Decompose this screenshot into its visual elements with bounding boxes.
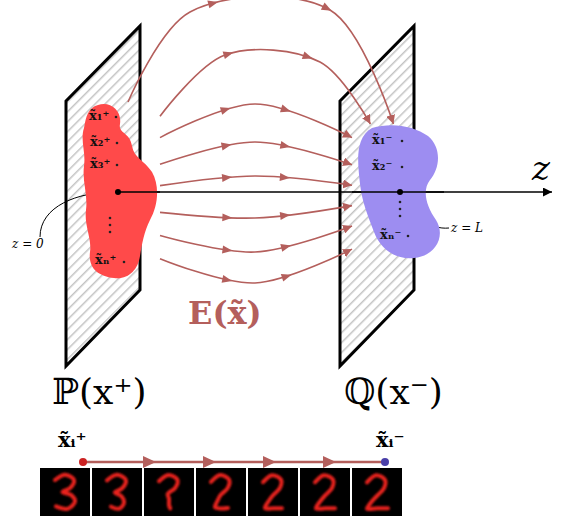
digit-background bbox=[40, 468, 90, 516]
field-line-group bbox=[160, 173, 352, 186]
axis-label: z bbox=[532, 150, 550, 187]
digit-background bbox=[300, 468, 350, 516]
digit-stroke bbox=[55, 475, 75, 509]
digit-image bbox=[144, 468, 194, 516]
flow-arrow bbox=[203, 456, 216, 468]
field-line bbox=[160, 142, 352, 165]
origin-dot bbox=[115, 189, 121, 195]
flow-arrow bbox=[302, 51, 314, 62]
sample-label: x̃₁⁺ bbox=[89, 108, 109, 124]
ellipsis-dot bbox=[109, 224, 112, 227]
digit-image bbox=[92, 468, 142, 516]
sample-label: x̃ₙ⁺ bbox=[95, 252, 116, 268]
flow-arrow bbox=[280, 105, 292, 116]
flow-arrow bbox=[222, 173, 233, 182]
flow-arrow bbox=[220, 104, 232, 115]
field-line bbox=[128, 0, 393, 124]
z-axis bbox=[118, 191, 552, 193]
sample-dot bbox=[407, 235, 410, 238]
distribution-label: ℚ(x⁻) bbox=[344, 372, 443, 412]
field-line bbox=[160, 226, 352, 252]
sample-dot bbox=[123, 261, 126, 264]
blob-outline bbox=[83, 104, 158, 278]
field-line bbox=[160, 176, 352, 186]
end-dot bbox=[381, 458, 389, 466]
flow-arrow bbox=[222, 213, 232, 221]
digit-stroke bbox=[263, 475, 282, 509]
digit-image bbox=[248, 468, 298, 516]
field-line-group bbox=[160, 49, 370, 124]
field-line-group bbox=[160, 249, 352, 285]
digit-background bbox=[196, 468, 246, 516]
flow-arrow bbox=[323, 456, 336, 468]
digit-image bbox=[40, 468, 90, 516]
start-dot bbox=[79, 458, 87, 466]
field-line-group bbox=[160, 226, 352, 255]
flow-arrow bbox=[280, 141, 291, 151]
field-line bbox=[160, 50, 370, 124]
flow-arrow bbox=[321, 3, 334, 15]
flow-arrow bbox=[222, 275, 233, 285]
sample-dot bbox=[401, 166, 404, 169]
sample-dot bbox=[401, 140, 404, 143]
digit-background bbox=[352, 468, 402, 516]
flow-arrow bbox=[223, 49, 235, 59]
ellipsis-dot bbox=[399, 208, 402, 211]
digit-strip bbox=[40, 468, 402, 516]
ellipsis-dot bbox=[399, 201, 402, 204]
sample-label: x̃₃⁺ bbox=[90, 156, 110, 172]
field-line-group bbox=[160, 206, 352, 222]
digit-background bbox=[144, 468, 194, 516]
flow-arrow bbox=[207, 0, 219, 8]
plane-position: z = L bbox=[451, 222, 483, 235]
sample-dot bbox=[115, 116, 118, 119]
trajectory-end: x̃ᵢ⁻ bbox=[376, 428, 405, 451]
field-line-group bbox=[128, 0, 393, 124]
sample-label: x̃₂⁺ bbox=[90, 134, 110, 150]
field-line bbox=[160, 206, 352, 219]
flow-arrow bbox=[280, 242, 292, 252]
z-axis bbox=[118, 191, 160, 193]
field-line-group bbox=[160, 104, 352, 138]
target-distribution: x̃₁⁻ x̃₂⁻ x̃ₙ⁻ bbox=[352, 124, 444, 260]
digit-image bbox=[300, 468, 350, 516]
origin-dot bbox=[397, 189, 403, 195]
digit-stroke bbox=[211, 475, 230, 508]
sample-dot bbox=[116, 164, 119, 167]
digit-background bbox=[248, 468, 298, 516]
field-line bbox=[160, 249, 352, 283]
flow-arrow bbox=[280, 211, 291, 220]
trajectory-line bbox=[83, 461, 385, 464]
sample-label: x̃ₙ⁻ bbox=[380, 227, 401, 243]
sample-dot bbox=[116, 142, 119, 145]
digit-stroke bbox=[315, 475, 335, 509]
flow-arrow bbox=[222, 245, 233, 254]
field-line bbox=[160, 104, 352, 138]
digit-stroke bbox=[107, 475, 126, 509]
blob-shape bbox=[80, 102, 160, 280]
digit-background bbox=[92, 468, 142, 516]
field-line-group bbox=[160, 141, 352, 165]
trajectory-start: x̃ᵢ⁺ bbox=[58, 428, 87, 451]
flow-arrow bbox=[281, 271, 293, 282]
distribution-label: ℙ(x⁺) bbox=[52, 372, 146, 412]
sample-label: x̃₁⁻ bbox=[372, 132, 392, 148]
sample-label: x̃₂⁻ bbox=[372, 158, 392, 174]
plane-position: z = 0 bbox=[12, 238, 44, 251]
flow-arrow bbox=[280, 173, 291, 182]
field-label: E(x̃) bbox=[188, 296, 262, 331]
digit-stroke bbox=[367, 475, 388, 509]
flow-arrow bbox=[143, 456, 156, 468]
ellipsis-dot bbox=[399, 215, 402, 218]
digit-image bbox=[352, 468, 402, 516]
ellipsis-dot bbox=[109, 217, 112, 220]
flow-arrow bbox=[221, 141, 232, 151]
digit-image bbox=[196, 468, 246, 516]
ellipsis-dot bbox=[109, 231, 112, 234]
flow-arrow bbox=[263, 456, 276, 468]
source-distribution: x̃₁⁺ x̃₂⁺ x̃₃⁺ x̃ₙ⁺ bbox=[80, 102, 160, 280]
digit-stroke bbox=[159, 475, 178, 509]
